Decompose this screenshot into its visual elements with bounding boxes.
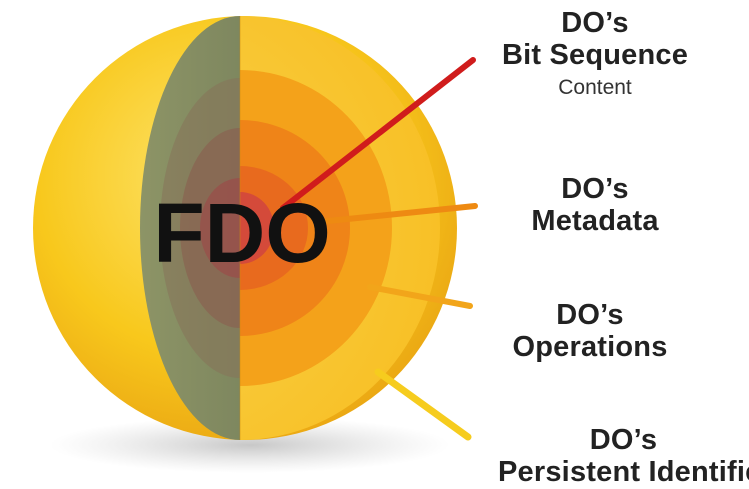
label-metadata-line2: Metadata	[531, 205, 659, 238]
label-content-line3: Content	[558, 75, 632, 99]
label-pid-line1: DO’s	[589, 424, 658, 456]
pointer-operations	[367, 284, 473, 309]
label-pid-line2: Persistent Identifier	[498, 456, 749, 489]
sphere-shadow	[50, 417, 450, 473]
label-content-line1: DO’s	[561, 7, 629, 39]
left-cut-face	[140, 16, 240, 440]
label-metadata: DO’s Metadata	[480, 173, 710, 238]
label-content: DO’s Bit Sequence Content	[480, 7, 710, 99]
label-metadata-line1: DO’s	[561, 173, 629, 205]
label-content-line2: Bit Sequence	[501, 39, 689, 72]
center-label: FDO	[153, 186, 330, 280]
label-pid: DO’s Persistent Identifier	[498, 424, 749, 489]
label-operations: DO’s Operations	[470, 299, 710, 364]
label-operations-line1: DO’s	[556, 299, 624, 331]
core	[240, 192, 274, 264]
pointer-metadata	[315, 203, 478, 225]
pointer-content	[280, 57, 476, 211]
label-operations-line2: Operations	[512, 331, 668, 364]
pointer-pid	[374, 368, 472, 441]
